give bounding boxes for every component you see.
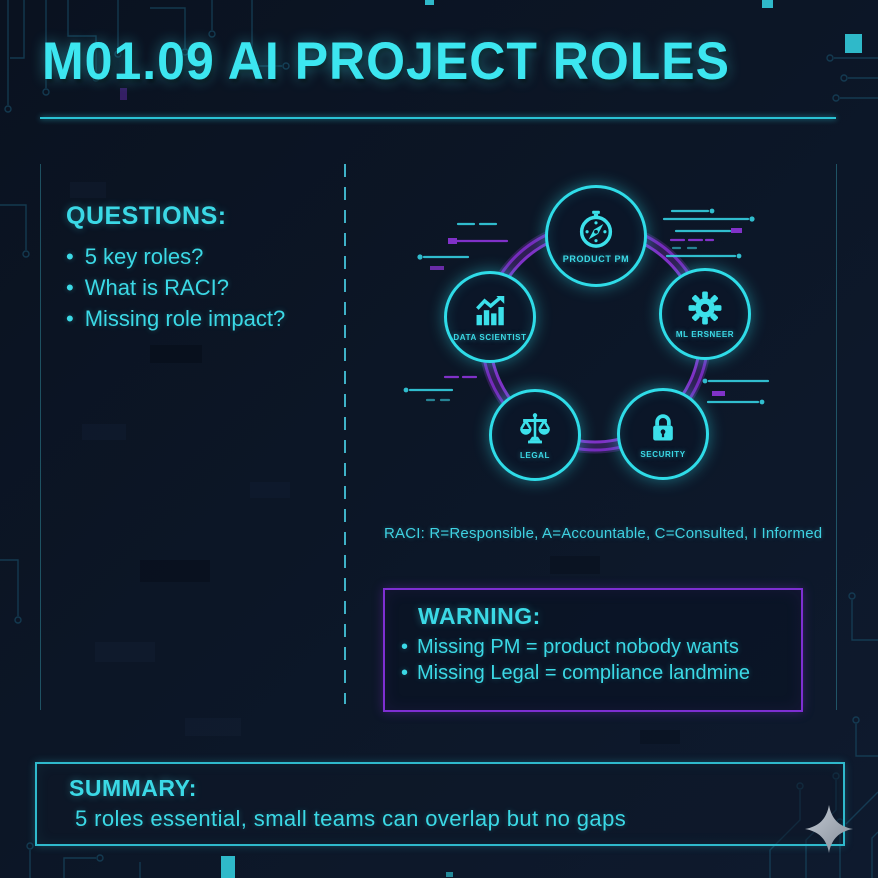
summary-text: 5 roles essential, small teams can overl… <box>75 806 627 831</box>
edge-accent-block <box>425 0 434 5</box>
role-node-data-scientist: DATA SCIENTIST <box>444 271 536 363</box>
question-text: Missing role impact? <box>84 306 286 331</box>
bar-chart-icon <box>476 295 505 326</box>
bullet-glyph: • <box>66 306 74 331</box>
mosaic-block <box>82 424 126 440</box>
bullet-glyph: • <box>66 244 74 269</box>
lock-icon <box>653 414 673 441</box>
question-text: What is RACI? <box>84 275 229 300</box>
mosaic-block <box>640 730 680 744</box>
mosaic-block <box>185 718 241 736</box>
warning-heading: WARNING: <box>418 603 541 629</box>
edge-accent-block <box>845 34 862 53</box>
mosaic-block <box>250 482 290 498</box>
questions-section: QUESTIONS: • 5 key roles? • What is RACI… <box>66 202 285 334</box>
gear-icon <box>688 291 722 325</box>
role-node-product-pm: PRODUCT PM <box>545 185 647 287</box>
summary-heading: SUMMARY: <box>69 775 197 801</box>
warning-text: Missing PM = product nobody wants <box>417 636 739 658</box>
raci-caption: RACI: R=Responsible, A=Accountable, C=Co… <box>384 525 823 542</box>
bullet-glyph: • <box>401 662 409 684</box>
role-label: ML ERSNEER <box>675 330 735 339</box>
question-item: • What is RACI? <box>66 272 285 303</box>
role-label: LEGAL <box>519 451 551 460</box>
mosaic-block <box>70 182 106 198</box>
summary-box: SUMMARY: 5 roles essential, small teams … <box>35 762 845 846</box>
panel-right-edge <box>836 164 837 710</box>
edge-accent-block <box>221 856 235 878</box>
bullet-glyph: • <box>401 636 409 658</box>
warning-item: • Missing Legal = compliance landmine <box>401 662 801 685</box>
role-label: PRODUCT PM <box>562 253 630 264</box>
scales-icon <box>519 413 551 444</box>
mosaic-block <box>150 345 202 363</box>
question-item: • Missing role impact? <box>66 303 285 334</box>
role-label: DATA SCIENTIST <box>453 333 527 342</box>
question-text: 5 key roles? <box>84 244 204 269</box>
role-node-security: SECURITY <box>617 388 709 480</box>
role-node-legal: LEGAL <box>489 389 581 481</box>
mosaic-block <box>550 556 600 574</box>
role-node-ml-engineer: ML ERSNEER <box>659 268 751 360</box>
compass-icon <box>579 210 613 248</box>
panel-left-edge <box>40 164 41 710</box>
bullet-glyph: • <box>66 275 74 300</box>
edge-accent-block <box>446 872 453 877</box>
dashed-separator <box>344 164 346 704</box>
question-item: • 5 key roles? <box>66 241 285 272</box>
role-label: SECURITY <box>640 450 686 459</box>
warning-box: WARNING: • Missing PM = product nobody w… <box>383 588 803 712</box>
page-title: M01.09 AI PROJECT ROLES <box>42 31 730 91</box>
mosaic-block <box>140 560 210 582</box>
edge-accent-block <box>762 0 773 8</box>
warning-item: • Missing PM = product nobody wants <box>401 636 801 659</box>
warning-text: Missing Legal = compliance landmine <box>417 662 750 684</box>
mosaic-block <box>95 642 155 662</box>
sparkle-icon <box>805 805 853 853</box>
questions-heading: QUESTIONS: <box>66 202 227 230</box>
title-underline <box>40 117 836 119</box>
